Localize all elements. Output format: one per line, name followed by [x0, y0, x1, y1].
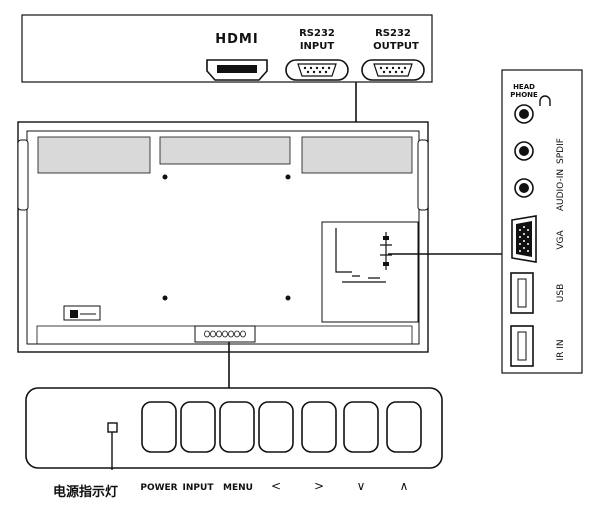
headphone-icon: [539, 95, 551, 106]
hdmi-port: [206, 59, 268, 81]
vent-center: [159, 136, 291, 165]
menu-button-label: MENU: [223, 483, 253, 493]
keypad-connector: [194, 325, 256, 343]
right-handle: [417, 139, 429, 211]
vent-left: [37, 136, 151, 174]
left-handle: [17, 139, 29, 211]
rs232-output-title: RS232: [375, 28, 411, 39]
usb-port: [510, 272, 534, 314]
rs232-input-subtitle: INPUT: [300, 41, 335, 52]
hdmi-logo: HDMI: [215, 32, 258, 47]
mount-screws: [162, 174, 291, 301]
cable-clip: [63, 305, 101, 321]
audio-in-label: AUDIO-IN: [556, 169, 566, 211]
input-button-label: INPUT: [183, 483, 215, 493]
ir-in-port: [510, 325, 534, 367]
right-button-label: >: [314, 479, 324, 493]
vga-label: VGA: [556, 230, 566, 250]
vga-port: [511, 215, 537, 263]
headphone-jack: [514, 104, 534, 124]
ir-in-label: IR IN: [556, 339, 566, 360]
input-button[interactable]: [180, 401, 216, 453]
up-button[interactable]: [386, 401, 422, 453]
power-button-label: POWER: [140, 483, 177, 493]
rear-connector-box: [321, 221, 419, 323]
side-connector-panel: HEAD PHONE SPDIF AUDIO-IN: [501, 69, 583, 374]
usb-label: USB: [556, 284, 566, 302]
headphone-label-line2: PHONE: [510, 91, 538, 99]
tv-back: [17, 121, 429, 353]
down-button[interactable]: [343, 401, 379, 453]
menu-button[interactable]: [219, 401, 255, 453]
rs232-output-port: [361, 59, 425, 81]
rs232-input-title: RS232: [299, 28, 335, 39]
spdif-jack: [514, 141, 534, 161]
audio-in-jack: [514, 178, 534, 198]
power-button[interactable]: [141, 401, 177, 453]
down-button-label: ∨: [357, 479, 366, 493]
rs232-input-port: [285, 59, 349, 81]
left-button[interactable]: [258, 401, 294, 453]
right-button[interactable]: [301, 401, 337, 453]
control-bar: [25, 387, 443, 470]
rs232-output-subtitle: OUTPUT: [373, 41, 419, 52]
power-indicator-led: [107, 422, 118, 433]
left-button-label: <: [271, 479, 281, 493]
up-button-label: ∧: [400, 479, 409, 493]
vent-right: [301, 136, 413, 174]
spdif-label: SPDIF: [556, 138, 566, 164]
headphone-label-line1: HEAD: [513, 83, 535, 91]
top-connector-panel: HDMI RS232 INPUT RS232 OUTPUT: [21, 14, 433, 83]
power-indicator-label: 电源指示灯: [53, 484, 118, 500]
